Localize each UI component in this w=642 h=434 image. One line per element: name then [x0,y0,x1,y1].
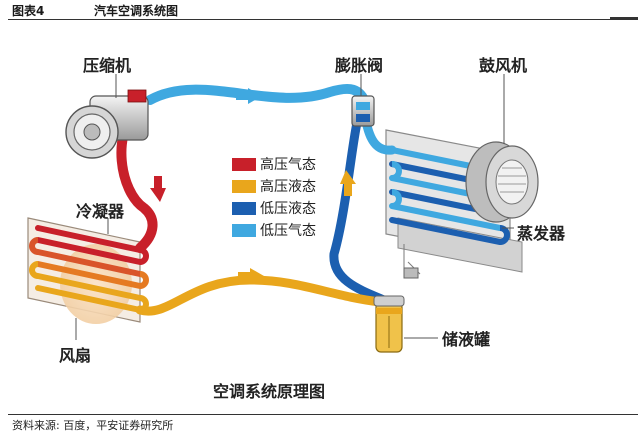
legend-swatch [232,223,256,237]
legend-label: 高压液态 [260,179,316,195]
label-blower: 鼓风机 [479,56,528,75]
legend: 高压气态 高压液态 低压液态 低压气态 [232,153,316,241]
condenser [27,217,149,324]
legend-swatch [232,201,256,215]
footer-divider [8,414,638,415]
figure-title: 汽车空调系统图 [94,4,179,18]
legend-label: 高压气态 [260,157,316,173]
flow-arrow-up [340,170,356,196]
label-receiver-drier: 储液罐 [442,330,491,349]
label-compressor: 压缩机 [83,56,132,75]
label-evaporator: 蒸发器 [517,224,566,243]
legend-item: 低压气态 [232,219,316,241]
flow-arrow-low-pressure-gas [236,88,262,104]
header-divider [8,19,638,20]
leader-lines [75,74,514,340]
figure-footer: 资料来源: 百度，平安证券研究所 [0,414,642,434]
legend-item: 高压气态 [232,153,316,175]
source-note: 资料来源: 百度，平安证券研究所 [12,419,174,432]
legend-swatch [232,179,256,193]
ac-system-diagram: 压缩机 膨胀阀 鼓风机 冷凝器 蒸发器 风扇 储液罐 高压气态 高压液态 低压液… [0,22,642,414]
receiver-drier [373,295,405,353]
legend-swatch [232,157,256,171]
flow-arrows [150,88,356,284]
label-condenser: 冷凝器 [76,202,125,221]
legend-label: 低压液态 [260,201,316,217]
figure-label: 图表4 [12,4,45,18]
legend-item: 高压液态 [232,175,316,197]
label-expansion-valve: 膨胀阀 [335,56,384,75]
legend-label: 低压气态 [260,223,316,239]
header-tick [610,17,638,19]
figure-header: 图表4 汽车空调系统图 [0,0,642,22]
flow-arrow-high-pressure-gas [150,176,166,202]
diagram-artwork [27,74,539,353]
diagram-caption: 空调系统原理图 [213,382,326,401]
expansion-valve [351,95,375,127]
flow-arrow-high-pressure-liquid [238,268,264,284]
label-fan: 风扇 [59,346,92,365]
compressor [65,89,149,159]
legend-item: 低压液态 [232,197,316,219]
blower [465,141,539,223]
